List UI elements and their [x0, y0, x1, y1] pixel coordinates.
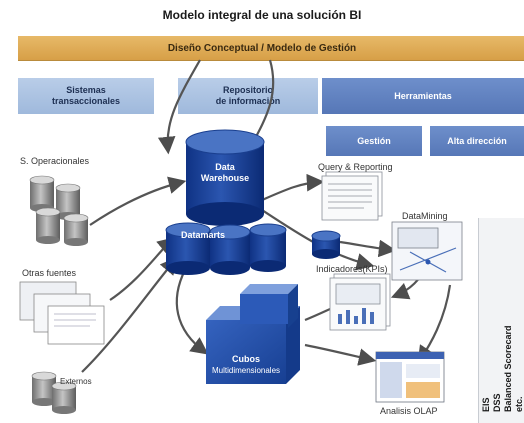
alta-direccion-label: Alta dirección: [447, 135, 507, 146]
herramientas-label: Herramientas: [394, 90, 452, 101]
dw-label-1: Data: [215, 162, 236, 172]
datamining-chart: [391, 221, 463, 281]
arrow-operacionales-to-dw: [89, 176, 187, 226]
datamarts-cylinders: [165, 222, 287, 275]
otras-fuentes-label: Otras fuentes: [22, 268, 77, 278]
cubos-label-1: Cubos: [232, 354, 260, 364]
cubos-label-2: Multidimensionales: [212, 366, 280, 375]
conceptual-design-label: Diseño Conceptual / Modelo de Gestión: [167, 43, 357, 54]
arrow-dw-to-query: [261, 173, 325, 202]
repositorio-line2: de información: [215, 96, 281, 106]
kpi-label: Indicadores(KPIs): [316, 264, 388, 274]
arrow-dm-to-datamining: [339, 239, 397, 258]
query-reporting-label: Query & Reporting: [318, 162, 393, 172]
alta-direccion-box: Alta dirección: [430, 126, 524, 156]
olap-window: [375, 351, 445, 403]
executive-panel: [478, 218, 524, 423]
sistemas-line1: Sistemas: [66, 85, 106, 95]
operacionales-db-icon: [29, 175, 89, 246]
arrow-dm-to-cubos: [175, 269, 209, 355]
olap-label: Analisis OLAP: [380, 406, 438, 416]
cubos-icon: [206, 284, 300, 384]
datamining-label: DataMining: [402, 211, 448, 221]
arrow-datamining-to-olap: [417, 284, 452, 364]
otras-fuentes-docs-icon: [19, 281, 105, 345]
gestion-box: Gestión: [326, 126, 422, 156]
dw-label-2: Warehouse: [201, 173, 249, 183]
repositorio-box: Repositorio de información: [178, 78, 318, 114]
externos-label: Externos: [60, 377, 92, 386]
arrow-externos-to-dw: [81, 256, 178, 373]
kpi-report-doc: [329, 273, 391, 331]
query-reporting-doc: [321, 171, 383, 221]
arrow-otras-to-dw: [109, 237, 176, 301]
sistemas-transaccionales-box: Sistemas transaccionales: [18, 78, 154, 114]
datamarts-label: Datamarts: [181, 230, 225, 240]
arrow-cubos-to-olap: [304, 343, 377, 366]
diagram-title: Modelo integral de una solución BI: [162, 8, 362, 22]
gestion-label: Gestión: [357, 135, 391, 146]
data-warehouse-cylinder: [185, 129, 265, 226]
repositorio-line1: Repositorio: [222, 85, 273, 95]
sistemas-line2: transaccionales: [51, 96, 121, 106]
herramientas-box: Herramientas: [322, 78, 524, 114]
small-datamart-cylinder: [311, 230, 341, 259]
externos-db-icon: [31, 371, 77, 414]
operacionales-label: S. Operacionales: [20, 156, 90, 166]
arrow-design-to-dw: [157, 59, 201, 155]
